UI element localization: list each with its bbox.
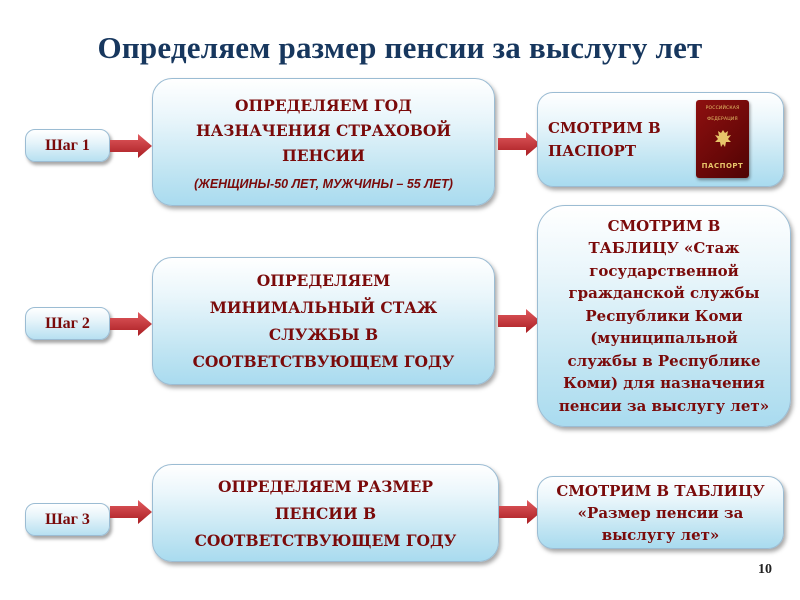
step-1-result-line: ПАСПОРТ (548, 141, 636, 160)
step-2-result-line: Республики Коми (585, 306, 743, 325)
arrow-right-icon (110, 134, 152, 158)
step-2-label: Шаг 2 (25, 307, 110, 340)
passport-icon: РОССИЙСКАЯ ФЕДЕРАЦИЯ ПАСПОРТ (696, 100, 749, 178)
step-2-result-line: гражданской службы (568, 284, 760, 303)
passport-label: ПАСПОРТ (701, 162, 744, 170)
step-3-result-line: СМОТРИМ В ТАБЛИЦУ (556, 481, 765, 500)
step-3-action-box: ОПРЕДЕЛЯЕМ РАЗМЕР ПЕНСИИ В СООТВЕТСТВУЮЩ… (152, 464, 499, 562)
coat-of-arms-icon (714, 130, 731, 147)
step-2-action-line: СООТВЕТСТВУЮЩЕМ ГОДУ (192, 352, 455, 371)
step-3-result-box: СМОТРИМ В ТАБЛИЦУ «Размер пенсии за высл… (537, 476, 784, 549)
step-2-result-line: СМОТРИМ В (607, 216, 721, 235)
step-3-result-line: выслугу лет» (601, 525, 720, 544)
step-3-label: Шаг 3 (25, 503, 110, 536)
step-2-action-line: СЛУЖБЫ В (268, 325, 379, 344)
step-3-action-line: ПЕНСИИ В (274, 503, 377, 523)
passport-country-line: ФЕДЕРАЦИЯ (707, 117, 738, 122)
page-title: Определяем размер пенсии за выслугу лет (97, 30, 703, 65)
step-2-result-line: (муниципальной (590, 329, 738, 348)
step-3-action-line: ОПРЕДЕЛЯЕМ РАЗМЕР (217, 476, 434, 496)
step-1-result-line: СМОТРИМ В (548, 118, 661, 137)
step-2-result-line: ТАБЛИЦУ «Стаж (588, 239, 740, 258)
arrow-right-icon (110, 312, 152, 336)
step-2-result-line: государственной (589, 261, 739, 280)
step-1-action-note: (ЖЕНЩИНЫ-50 ЛЕТ, МУЖЧИНЫ – 55 ЛЕТ) (194, 176, 453, 191)
arrow-right-icon (110, 500, 152, 524)
step-1-action-line: ПЕНСИИ (282, 145, 365, 165)
step-2-action-line: МИНИМАЛЬНЫЙ СТАЖ (209, 298, 438, 317)
page-number: 10 (758, 562, 772, 577)
step-2-result-line: пенсии за выслугу лет» (558, 396, 770, 415)
step-2-result-box: СМОТРИМ В ТАБЛИЦУ «Стаж государственной … (537, 205, 791, 427)
passport-country-line: РОССИЙСКАЯ (705, 106, 740, 111)
step-2-action-line: ОПРЕДЕЛЯЕМ (256, 271, 391, 290)
step-3-action-line: СООТВЕТСТВУЮЩЕМ ГОДУ (194, 530, 457, 550)
step-3-result-line: «Размер пенсии за (577, 503, 744, 522)
arrow-right-icon (498, 132, 540, 156)
step-1-action-line: ОПРЕДЕЛЯЕМ ГОД (235, 95, 412, 115)
step-2-result-line: службы в Республике (567, 351, 761, 370)
step-2-result-line: Коми) для назначения (563, 374, 765, 393)
arrow-right-icon (498, 309, 540, 333)
step-1-action-line: НАЗНАЧЕНИЯ СТРАХОВОЙ (196, 120, 451, 140)
step-2-action-box: ОПРЕДЕЛЯЕМ МИНИМАЛЬНЫЙ СТАЖ СЛУЖБЫ В СОО… (152, 257, 495, 385)
step-1-label: Шаг 1 (25, 129, 110, 162)
arrow-right-icon (499, 500, 541, 524)
step-1-action-box: ОПРЕДЕЛЯЕМ ГОД НАЗНАЧЕНИЯ СТРАХОВОЙ ПЕНС… (152, 78, 495, 206)
